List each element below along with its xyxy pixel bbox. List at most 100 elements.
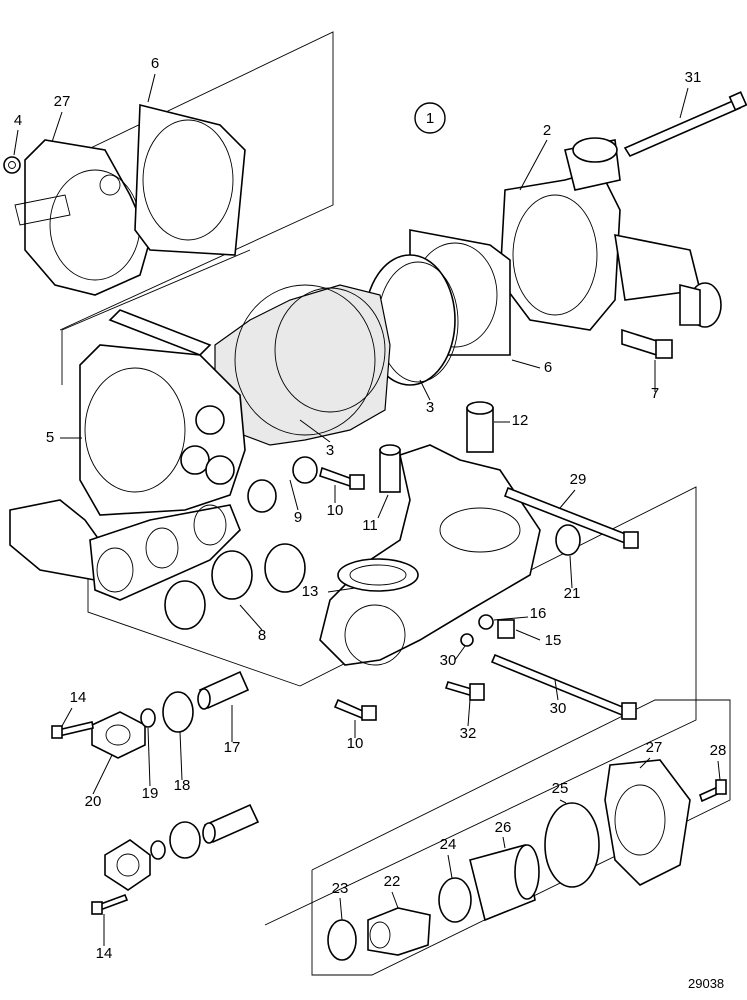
part-label-13: 13	[302, 583, 319, 600]
part-label-9: 9	[294, 509, 302, 526]
part-oring-23	[327, 919, 357, 961]
part-oring-19-low	[150, 840, 166, 860]
leader-line-27	[51, 111, 63, 143]
leader-line-25	[559, 799, 567, 804]
part-oring-25	[544, 802, 600, 888]
part-label-22: 22	[384, 873, 401, 890]
part-label-23: 23	[332, 880, 349, 897]
part-label-18: 18	[174, 777, 191, 794]
part-bolt-14-top	[51, 721, 94, 739]
part-cover-top	[14, 139, 151, 296]
leader-line-4	[13, 129, 19, 156]
part-oring-24	[438, 877, 472, 923]
leader-line-15	[515, 629, 541, 641]
part-label-4: 4	[14, 112, 22, 129]
view-marker-label: 1	[426, 110, 434, 127]
part-oring-21	[555, 524, 581, 556]
part-label-16: 16	[530, 605, 547, 622]
part-orings-8	[164, 456, 318, 630]
leader-line-6	[147, 73, 156, 103]
part-label-3: 3	[426, 399, 434, 416]
leader-line-23	[339, 897, 343, 921]
part-label-26: 26	[495, 819, 512, 836]
leader-line-28	[717, 760, 721, 781]
part-bolt-14-low	[91, 893, 129, 915]
leader-line-11	[377, 494, 389, 519]
part-oring-19-top	[140, 708, 156, 728]
leader-line-30	[554, 679, 559, 701]
part-bolt-32	[444, 681, 485, 701]
part-label-14: 14	[70, 689, 87, 706]
part-flange-plate	[89, 504, 241, 601]
leader-line-9	[289, 479, 299, 511]
leader-line-8	[239, 604, 263, 631]
part-label-12: 12	[512, 412, 529, 429]
part-label-20: 20	[85, 793, 102, 810]
part-label-31: 31	[685, 69, 702, 86]
part-cover-20-top	[91, 711, 146, 759]
leader-line-3	[419, 379, 431, 401]
part-label-21: 21	[564, 585, 581, 602]
group-frame-thermostat	[311, 699, 731, 976]
part-label-6: 6	[544, 359, 552, 376]
leader-line-32	[467, 699, 471, 727]
leader-line-13	[327, 587, 356, 593]
leader-line-3	[299, 419, 331, 443]
leader-line-21	[569, 555, 573, 589]
leader-line-24	[447, 854, 453, 879]
part-bolt-10-top	[319, 466, 365, 490]
part-main-body	[9, 309, 246, 581]
part-label-3: 3	[326, 442, 334, 459]
leader-line-14	[61, 707, 73, 727]
part-label-30: 30	[550, 700, 567, 717]
leader-line-26	[502, 836, 506, 849]
part-label-30: 30	[440, 652, 457, 669]
part-nut	[3, 156, 21, 174]
part-label-32: 32	[460, 725, 477, 742]
part-thermostat-22	[367, 907, 431, 956]
part-cover-27-low	[604, 759, 691, 886]
leader-line-22	[391, 891, 399, 909]
part-gasket-top	[134, 103, 246, 256]
part-nipple-11	[379, 444, 401, 493]
part-pipe-17-low	[202, 803, 260, 844]
part-pipe-17-top	[197, 670, 250, 710]
part-bolt-29	[503, 486, 639, 549]
part-label-10: 10	[347, 735, 364, 752]
part-oring-18-low	[169, 821, 201, 859]
part-long-bolt	[623, 91, 747, 158]
part-manifold	[319, 444, 541, 666]
part-label-19: 19	[142, 785, 159, 802]
part-label-25: 25	[552, 780, 569, 797]
part-nipple-12	[466, 401, 494, 453]
group-frame-cover	[54, 31, 334, 385]
part-label-6: 6	[151, 55, 159, 72]
part-sensor	[621, 328, 673, 359]
part-label-15: 15	[545, 632, 562, 649]
part-label-24: 24	[440, 836, 457, 853]
part-bolt-30	[490, 653, 637, 720]
part-label-7: 7	[651, 385, 659, 402]
leader-line-31	[679, 87, 689, 119]
leader-line-19	[147, 727, 151, 787]
leader-line-18	[179, 731, 183, 781]
part-washer-16	[478, 614, 494, 630]
reference-number: 29038	[688, 976, 724, 991]
part-label-2: 2	[543, 122, 551, 139]
part-housing-26	[469, 843, 540, 922]
part-label-28: 28	[710, 742, 727, 759]
leader-line-27	[639, 757, 651, 769]
part-bolt-28	[699, 779, 727, 803]
part-label-10: 10	[327, 502, 344, 519]
part-cover-20-low	[104, 839, 151, 891]
part-bolt-10-low	[333, 698, 377, 721]
part-oring-18-top	[162, 691, 194, 733]
part-label-27: 27	[646, 739, 663, 756]
leader-line-6	[511, 359, 541, 369]
part-label-14: 14	[96, 945, 113, 962]
part-label-8: 8	[258, 627, 266, 644]
leader-line-2	[519, 139, 548, 191]
leader-line-20	[92, 754, 113, 795]
